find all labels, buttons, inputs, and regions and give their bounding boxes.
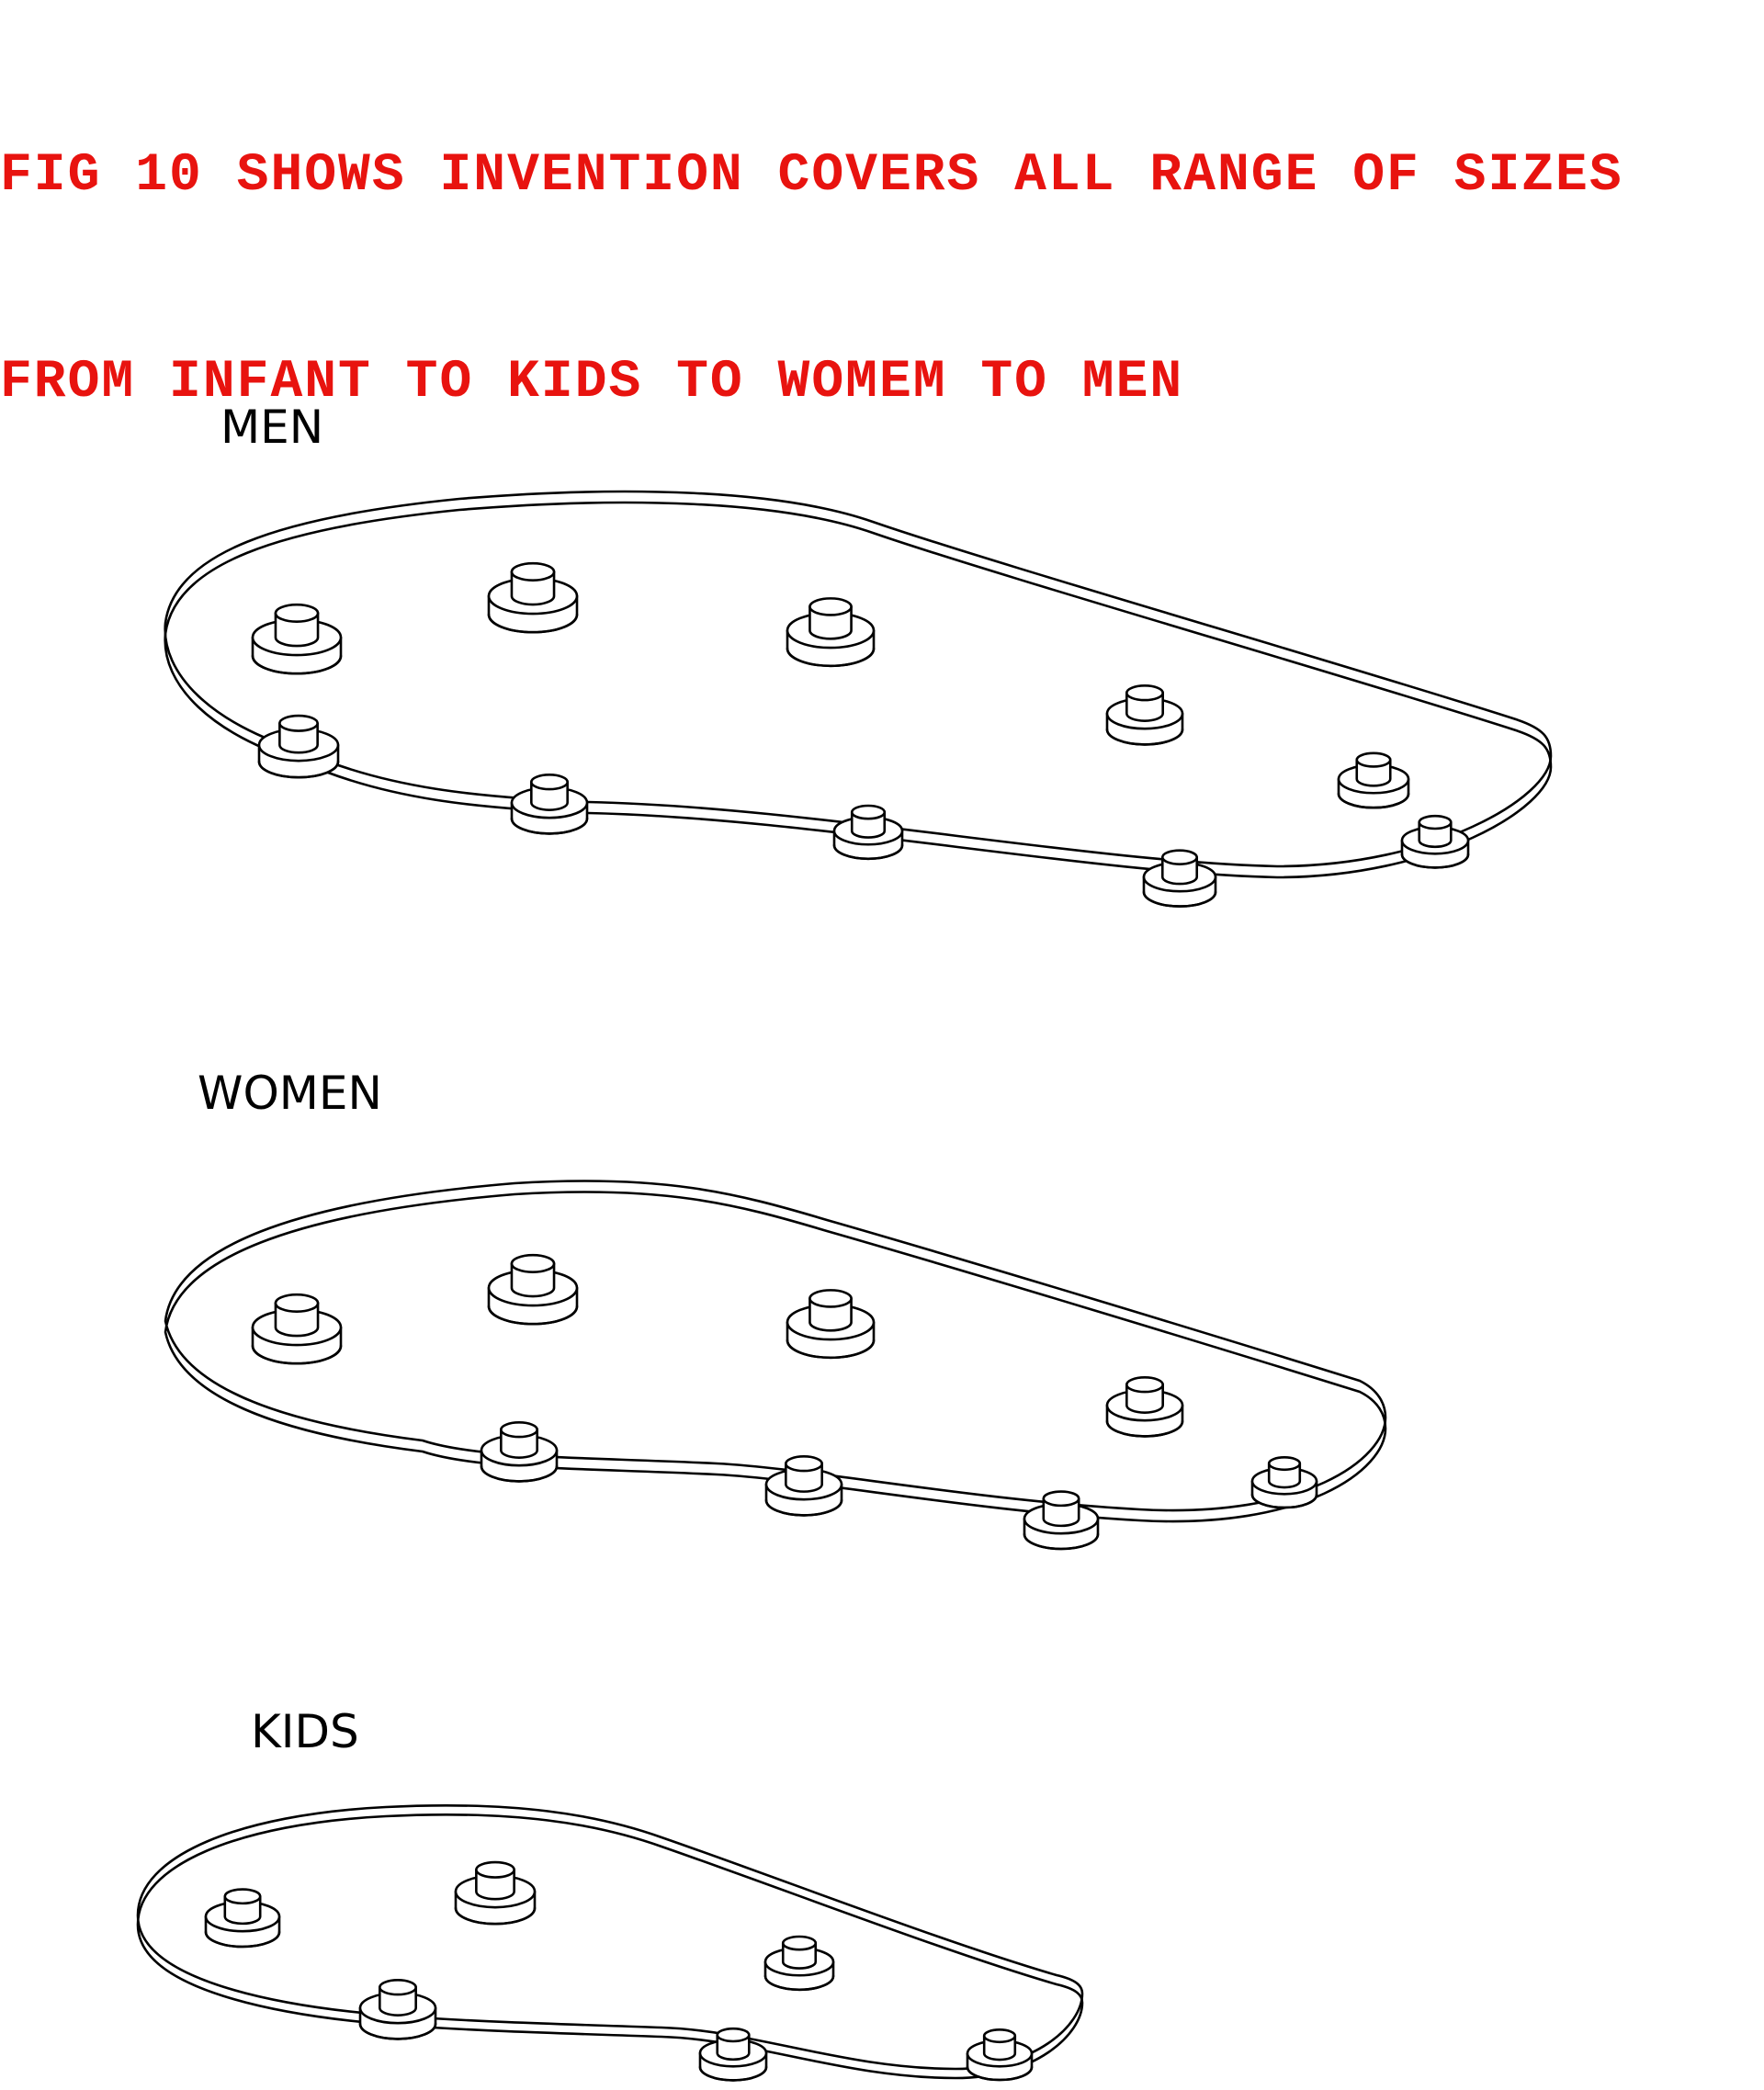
sole-men-cleat-4 bbox=[1105, 684, 1184, 746]
sole-kids-cleat-3 bbox=[763, 1935, 835, 1992]
sole-kids-outline bbox=[136, 1813, 1084, 2080]
size-label-women: WOMEN bbox=[198, 1067, 382, 1120]
sole-men-cleat-7 bbox=[510, 774, 589, 835]
size-label-men: MEN bbox=[220, 401, 324, 454]
sole-men-outline bbox=[164, 501, 1553, 879]
sole-women-cleat-8 bbox=[1250, 1456, 1318, 1509]
sole-kids-cleat-2 bbox=[454, 1860, 537, 1926]
sole-men-cleat-5 bbox=[1337, 751, 1410, 809]
sole-men-cleat-2 bbox=[487, 561, 579, 634]
sole-women-cleat-2 bbox=[487, 1253, 579, 1326]
sole-kids-cleat-1 bbox=[204, 1888, 281, 1949]
figure-caption: FIG 10 SHOWS INVENTION COVERS ALL RANGE … bbox=[0, 4, 1623, 486]
size-label-kids: KIDS bbox=[251, 1705, 359, 1758]
sole-men-cleat-1 bbox=[251, 603, 343, 675]
sole-women-cleat-4 bbox=[1105, 1376, 1184, 1438]
sole-kids-cleat-5 bbox=[698, 2027, 768, 2082]
caption-line-2: FROM INFANT TO KIDS TO WOMEM TO MEN bbox=[0, 353, 1184, 412]
sole-men-cleat-6 bbox=[257, 714, 340, 779]
sole-plate-men bbox=[164, 490, 1553, 908]
sole-men-cleat-3 bbox=[786, 597, 876, 668]
sole-women-cleat-3 bbox=[786, 1289, 876, 1360]
sole-men-cleat-9 bbox=[1142, 849, 1217, 908]
sole-kids-cleat-4 bbox=[358, 1979, 437, 2040]
sole-kids-cleat-6 bbox=[966, 2028, 1034, 2082]
sole-women-cleat-6 bbox=[764, 1455, 843, 1517]
sole-men-cleat-10 bbox=[1400, 814, 1470, 869]
sole-women-cleat-7 bbox=[1023, 1490, 1100, 1551]
sole-women-cleat-5 bbox=[480, 1421, 559, 1483]
sole-women-cleat-1 bbox=[251, 1293, 343, 1365]
caption-line-1: FIG 10 SHOWS INVENTION COVERS ALL RANGE … bbox=[0, 146, 1623, 206]
sole-plate-women bbox=[164, 1180, 1387, 1551]
sole-plate-kids bbox=[136, 1803, 1084, 2082]
sole-men-cleat-8 bbox=[832, 804, 904, 861]
sole-women-top-edge bbox=[164, 1180, 1387, 1512]
sole-women-outline bbox=[164, 1191, 1387, 1523]
